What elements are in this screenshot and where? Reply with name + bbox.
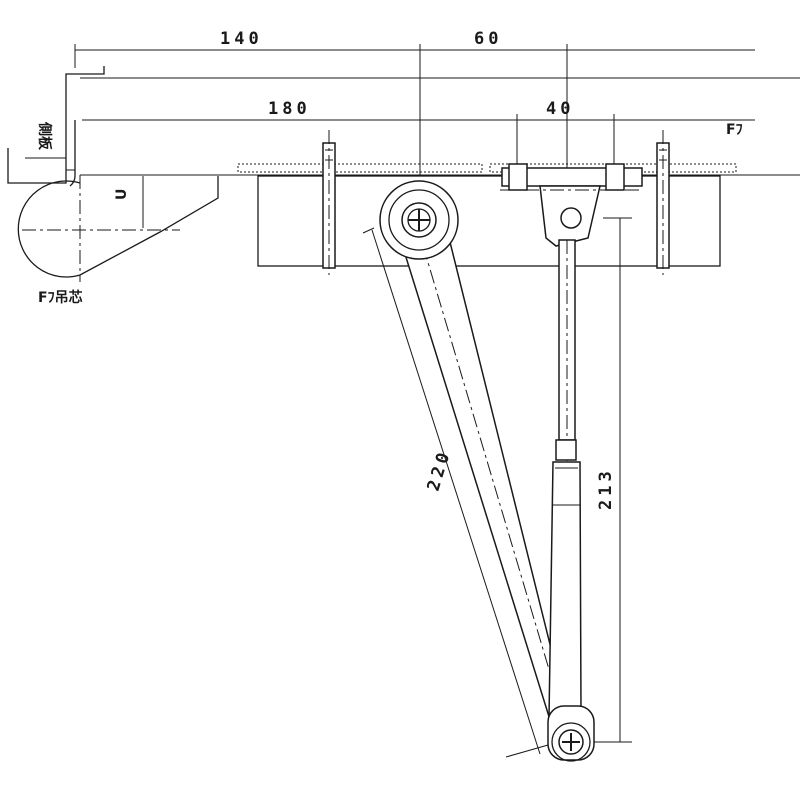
bracket bbox=[500, 163, 643, 247]
dim-60: 60 bbox=[474, 29, 502, 49]
dim-220: 220 bbox=[424, 447, 456, 494]
clearance-label: U bbox=[114, 189, 130, 200]
arm bbox=[362, 221, 576, 758]
upper-pivot bbox=[379, 180, 459, 260]
dim-140: 140 bbox=[220, 29, 263, 49]
door-label: Fﾌ bbox=[726, 122, 743, 138]
dim-213: 213 bbox=[596, 467, 616, 510]
dim-40: 40 bbox=[546, 99, 574, 119]
dim-213-lines bbox=[594, 217, 632, 743]
door-hinge-center-label: Fﾌ吊芯 bbox=[38, 289, 83, 306]
dim-180: 180 bbox=[268, 99, 311, 119]
door-panel bbox=[80, 163, 800, 176]
gas-stay bbox=[548, 239, 582, 720]
screw-right bbox=[656, 130, 670, 275]
side-panel-label: 側板 bbox=[36, 121, 53, 151]
top-dimension-lines bbox=[74, 44, 800, 175]
screw-left bbox=[322, 130, 336, 275]
door-hinge-swing bbox=[17, 175, 219, 282]
lower-pivot bbox=[547, 705, 595, 762]
side-panel bbox=[7, 66, 105, 187]
cabinet-body bbox=[257, 175, 721, 267]
